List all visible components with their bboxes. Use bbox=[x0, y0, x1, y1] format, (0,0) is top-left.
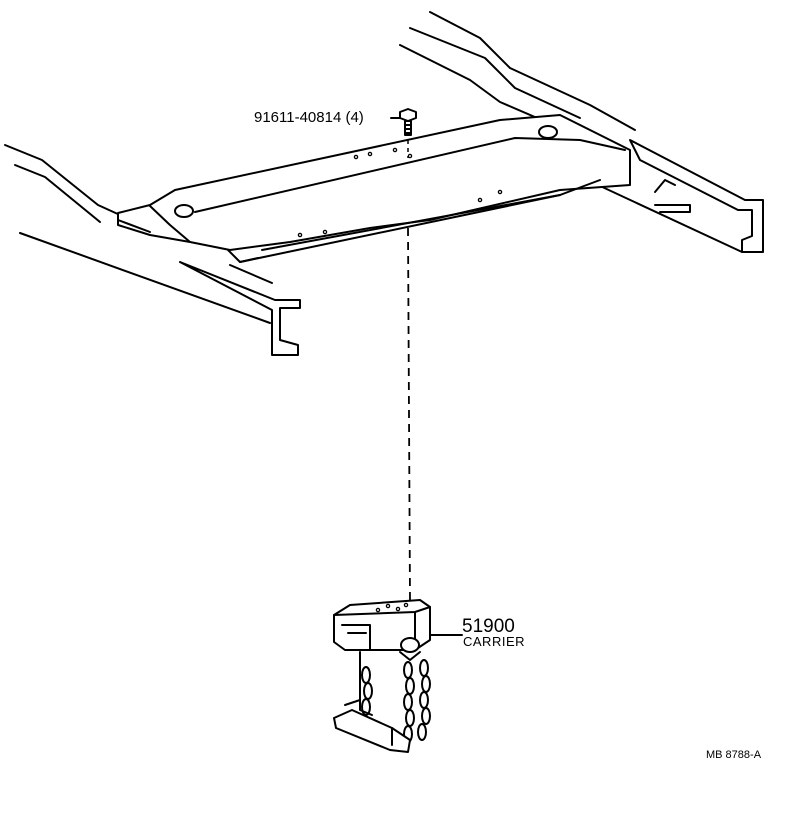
mounting-leader-line bbox=[407, 227, 411, 601]
carrier-icon bbox=[333, 599, 463, 753]
carrier-chain bbox=[361, 659, 431, 743]
bolt-icon bbox=[390, 108, 417, 136]
right-frame-rail bbox=[399, 11, 764, 253]
cross-member bbox=[117, 114, 631, 263]
left-frame-rail bbox=[4, 144, 301, 356]
bolt-part-label: 91611-40814 (4) bbox=[254, 109, 364, 126]
carrier-part-number: 51900 bbox=[462, 616, 515, 637]
diagram-reference-code: MB 8788-A bbox=[706, 749, 762, 761]
carrier-part-name: CARRIER bbox=[463, 634, 526, 649]
